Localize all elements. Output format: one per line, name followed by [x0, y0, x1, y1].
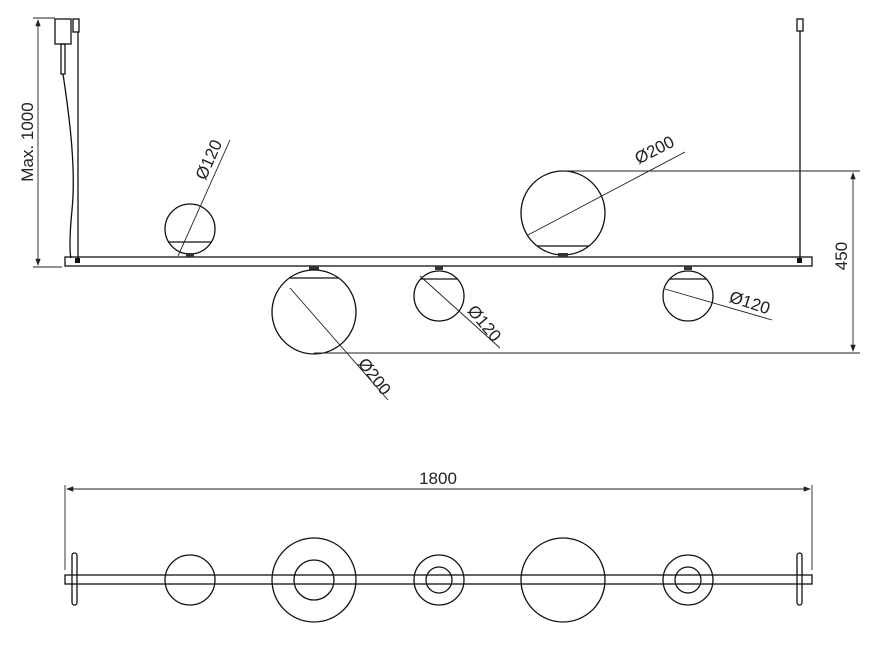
right-bar-joint [797, 258, 802, 263]
canopy-box [54, 18, 72, 45]
diameter-label: Ø200 [354, 354, 395, 398]
dimension-leader [527, 151, 686, 236]
left-end-cap [71, 552, 78, 606]
diameter-label: Ø200 [632, 132, 678, 168]
globe-5-top [662, 554, 714, 606]
globe-5: Ø120 [662, 266, 773, 322]
drop-label: 450 [832, 242, 851, 270]
dimension-leader [419, 275, 501, 349]
globe-1-top [164, 554, 216, 606]
globe-4: Ø120 [413, 266, 505, 349]
right-canopy-clip [796, 18, 804, 32]
height-label: Max. 1000 [18, 102, 37, 181]
top-view: 1800 [64, 469, 813, 623]
canopy-clip [72, 18, 80, 33]
left-bar-joint [75, 258, 80, 263]
diameter-label: Ø120 [464, 301, 505, 345]
globe-1: Ø120 [164, 137, 231, 257]
lamp-bar [64, 256, 813, 267]
power-cable [62, 73, 74, 259]
dimension-leader [289, 287, 389, 401]
globe-2: Ø200 [520, 132, 686, 257]
dimension-leader [177, 139, 231, 257]
globe-3-top [271, 537, 357, 623]
dimension-leader [664, 288, 773, 321]
side-view: Max. 1000 Ø120 Ø200 [18, 17, 860, 401]
globe-2-top [520, 537, 606, 623]
cable-gland [60, 43, 66, 75]
globe-3: Ø200 [271, 266, 395, 401]
length-label: 1800 [419, 469, 457, 488]
lamp-bar-top [64, 574, 813, 585]
globe-4-top [413, 554, 465, 606]
right-end-cap [796, 552, 803, 606]
